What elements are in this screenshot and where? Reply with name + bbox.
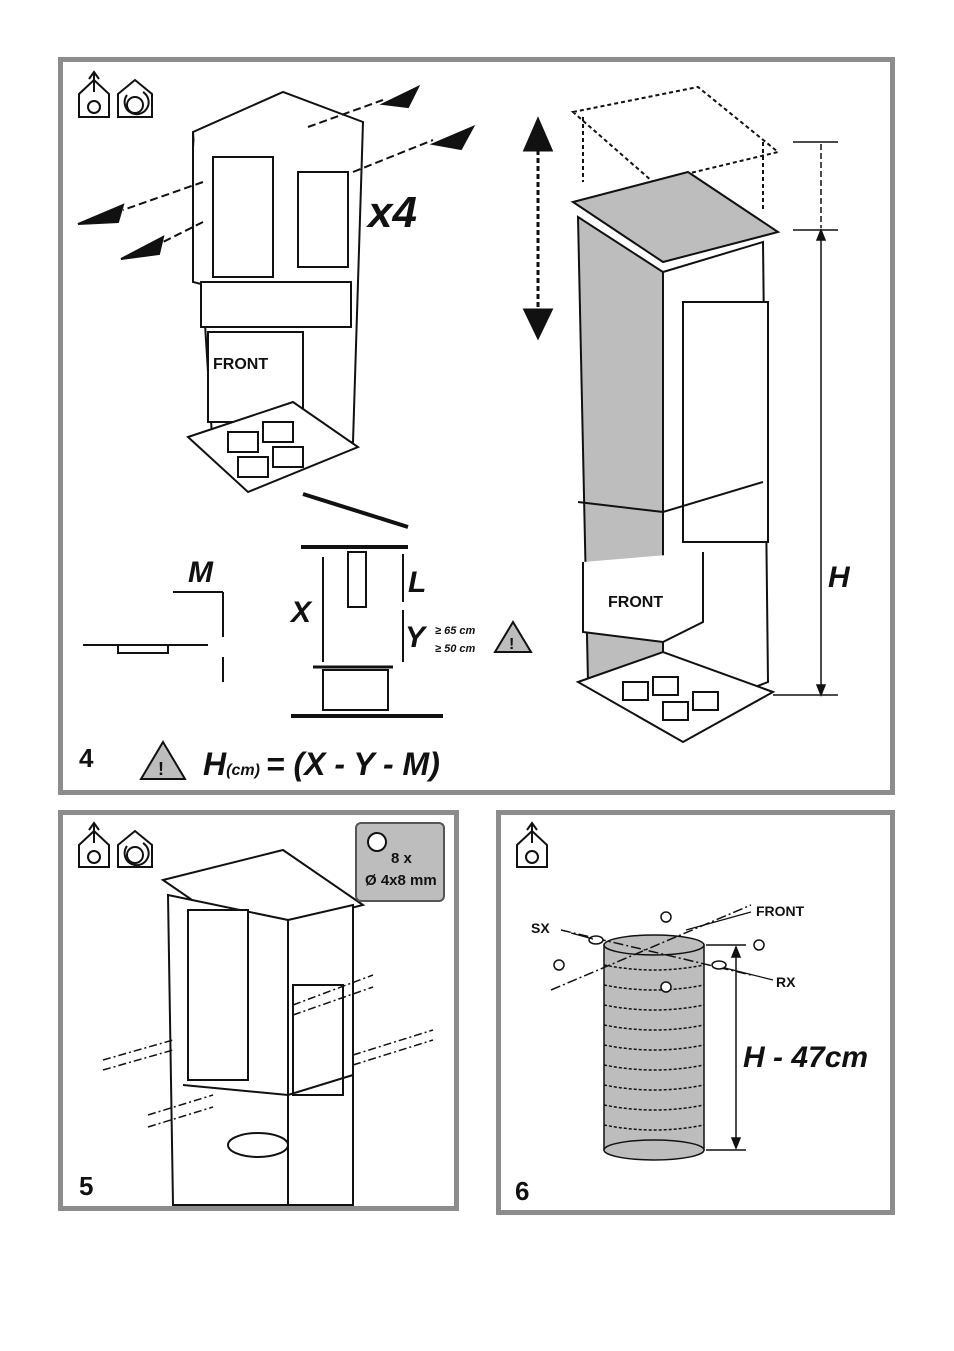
screw-icon: [367, 832, 387, 852]
front-label: FRONT: [756, 903, 805, 919]
recirculation-mode-icon: [118, 80, 152, 117]
front-label-right: FRONT: [608, 594, 663, 611]
warning-icon: !: [495, 622, 531, 653]
label-y: Y: [405, 621, 428, 654]
gas-clearance: ≥ 65 cm: [435, 625, 476, 637]
duct-length-label: H - 47cm: [743, 1041, 868, 1074]
electric-clearance: ≥ 50 cm: [435, 643, 476, 655]
extraction-mode-icon: [79, 72, 109, 117]
formula: H(cm)= (X - Y - M): [203, 746, 440, 782]
screw-badge: 8 x Ø 4x8 mm: [355, 822, 445, 902]
chimney-frame: [163, 850, 363, 1205]
rx-label: RX: [776, 974, 796, 990]
multiplier-label: x4: [366, 188, 417, 237]
height-schematic: [83, 494, 443, 716]
front-label: FRONT: [213, 356, 268, 373]
step-5-panel: 5 8 x Ø 4x8 mm: [58, 810, 459, 1211]
duct-length-dimension: [706, 945, 746, 1150]
chimney-frame-left: [188, 92, 363, 492]
screw-size: Ø 4x8 mm: [365, 872, 437, 889]
formula-warning-icon: !: [141, 742, 185, 779]
screw-count: 8 x: [391, 850, 412, 867]
label-l: L: [408, 566, 426, 599]
label-h: H: [828, 561, 851, 594]
svg-text:!: !: [158, 759, 164, 779]
flexible-duct: [604, 935, 704, 1160]
extraction-mode-icon: [79, 823, 109, 867]
step-6-number: 6: [515, 1176, 529, 1206]
step-6-panel: FRONT SX RX H - 47cm 6: [496, 810, 895, 1215]
label-m: M: [188, 556, 214, 589]
adjust-arrow: [525, 120, 551, 337]
label-x: X: [289, 596, 313, 629]
extraction-mode-icon: [517, 823, 547, 867]
step-4-number: 4: [79, 743, 94, 773]
recirculation-mode-icon: [118, 831, 152, 867]
svg-text:!: !: [509, 636, 514, 653]
step-4-panel: FRONT x4: [58, 57, 895, 795]
h-dimension: [773, 142, 838, 695]
step-5-number: 5: [79, 1171, 93, 1201]
step-6-illustration: FRONT SX RX H - 47cm 6: [501, 815, 890, 1210]
sx-label: SX: [531, 920, 550, 936]
step-4-illustration: FRONT x4: [63, 62, 890, 790]
chimney-frame-right: [573, 172, 778, 742]
